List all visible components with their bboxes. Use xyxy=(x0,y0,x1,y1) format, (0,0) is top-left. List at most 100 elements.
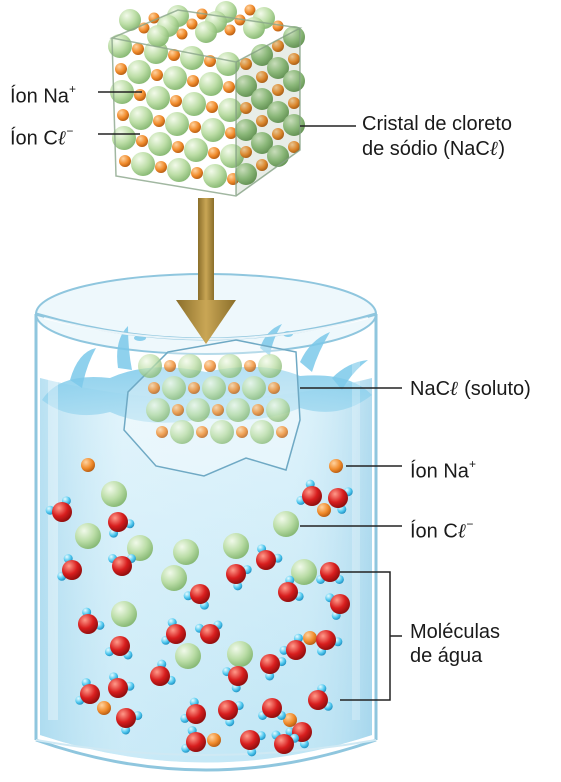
sodium-ion xyxy=(151,69,163,81)
water-molecule xyxy=(328,487,353,514)
chloride-ion xyxy=(146,398,170,422)
chloride-ion xyxy=(127,535,153,561)
solution-particles xyxy=(45,458,353,757)
sodium-ion xyxy=(196,426,208,438)
chloride-ion xyxy=(250,420,274,444)
chloride-ion xyxy=(235,163,257,185)
sodium-ion xyxy=(156,426,168,438)
chloride-ion xyxy=(195,21,217,43)
beaker-bottom xyxy=(35,738,377,772)
sodium-ion xyxy=(272,84,284,96)
sodium-ion xyxy=(172,141,184,153)
chloride-ion xyxy=(216,52,240,76)
chloride-ion xyxy=(180,46,204,70)
chloride-ion xyxy=(242,376,266,400)
water-molecule xyxy=(316,562,344,584)
chloride-ion xyxy=(178,354,202,378)
sodium-ion xyxy=(136,135,148,147)
sodium-ion xyxy=(240,58,252,70)
chloride-ion xyxy=(223,533,249,559)
water-molecule xyxy=(161,618,186,645)
sodium-ion xyxy=(153,115,165,127)
water-molecule xyxy=(108,554,136,576)
sodium-ion xyxy=(207,733,221,747)
water-molecule xyxy=(194,620,223,644)
label-solution-cl-ion: Íon Cℓ− xyxy=(410,517,474,543)
chloride-ion xyxy=(175,643,201,669)
chloride-ion xyxy=(220,144,244,168)
chloride-ion xyxy=(111,601,137,627)
chloride-ion xyxy=(258,354,282,378)
oxygen-atom xyxy=(274,734,294,754)
oxygen-atom xyxy=(308,690,328,710)
sodium-ion xyxy=(115,63,127,75)
sodium-ion xyxy=(256,115,268,127)
sodium-ion xyxy=(283,713,297,727)
sodium-ion xyxy=(317,503,331,517)
oxygen-atom xyxy=(108,512,128,532)
oxygen-atom xyxy=(78,614,98,634)
water-molecule xyxy=(180,697,206,724)
sodium-ion xyxy=(288,53,300,65)
sodium-ion xyxy=(272,128,284,140)
chloride-ion xyxy=(182,92,206,116)
chloride-ion xyxy=(131,152,155,176)
oxygen-atom xyxy=(320,562,340,582)
chloride-ion xyxy=(203,164,227,188)
water-molecule xyxy=(256,544,283,570)
chloride-ion xyxy=(199,72,223,96)
water-molecule xyxy=(316,630,343,656)
sodium-ion xyxy=(206,101,218,113)
chloride-ion xyxy=(291,559,317,585)
chloride-ion xyxy=(251,132,273,154)
sodium-ion xyxy=(208,147,220,159)
water-molecule xyxy=(279,633,306,660)
sodium-ion xyxy=(240,102,252,114)
water-molecule xyxy=(45,496,72,522)
chloride-ion xyxy=(210,420,234,444)
water-molecule xyxy=(258,698,286,720)
sodium-chloride-crystal xyxy=(108,1,305,197)
water-molecule xyxy=(226,564,252,591)
water-molecule xyxy=(75,678,100,705)
water-molecule xyxy=(78,607,105,634)
sodium-ion xyxy=(148,382,160,394)
sodium-ion xyxy=(256,71,268,83)
chloride-ion xyxy=(163,66,187,90)
sodium-ion xyxy=(236,426,248,438)
sodium-ion xyxy=(288,141,300,153)
chloride-ion xyxy=(235,75,257,97)
sodium-ion xyxy=(252,404,264,416)
chloride-ion xyxy=(226,398,250,422)
oxygen-atom xyxy=(330,594,350,614)
water-molecule xyxy=(296,479,322,506)
water-molecule xyxy=(108,512,135,538)
leader-water-bracket xyxy=(340,571,402,701)
chloride-ion xyxy=(202,376,226,400)
sodium-ion xyxy=(224,24,236,36)
sodium-ion xyxy=(81,458,95,472)
oxygen-atom xyxy=(228,666,248,686)
water-molecule xyxy=(108,672,135,698)
sodium-ion xyxy=(272,20,284,32)
sodium-ion xyxy=(168,49,180,61)
splash xyxy=(70,324,368,390)
water-molecule xyxy=(183,584,210,610)
sodium-ion xyxy=(288,97,300,109)
chloride-ion xyxy=(165,112,189,136)
label-crystal: Cristal de cloreto de sódio (NaCℓ) xyxy=(362,113,513,160)
sodium-ion xyxy=(240,146,252,158)
chloride-ion xyxy=(170,420,194,444)
oxygen-atom xyxy=(186,704,206,724)
oxygen-atom xyxy=(116,708,136,728)
leader-lines xyxy=(98,91,402,701)
chloride-ion xyxy=(184,138,208,162)
sodium-ion xyxy=(117,109,129,121)
label-solute: NaCℓ (soluto) xyxy=(410,376,531,400)
sodium-ion xyxy=(134,89,146,101)
sodium-ion xyxy=(329,459,343,473)
chloride-ion xyxy=(266,398,290,422)
sodium-ion xyxy=(189,121,201,133)
sodium-ion xyxy=(204,360,216,372)
